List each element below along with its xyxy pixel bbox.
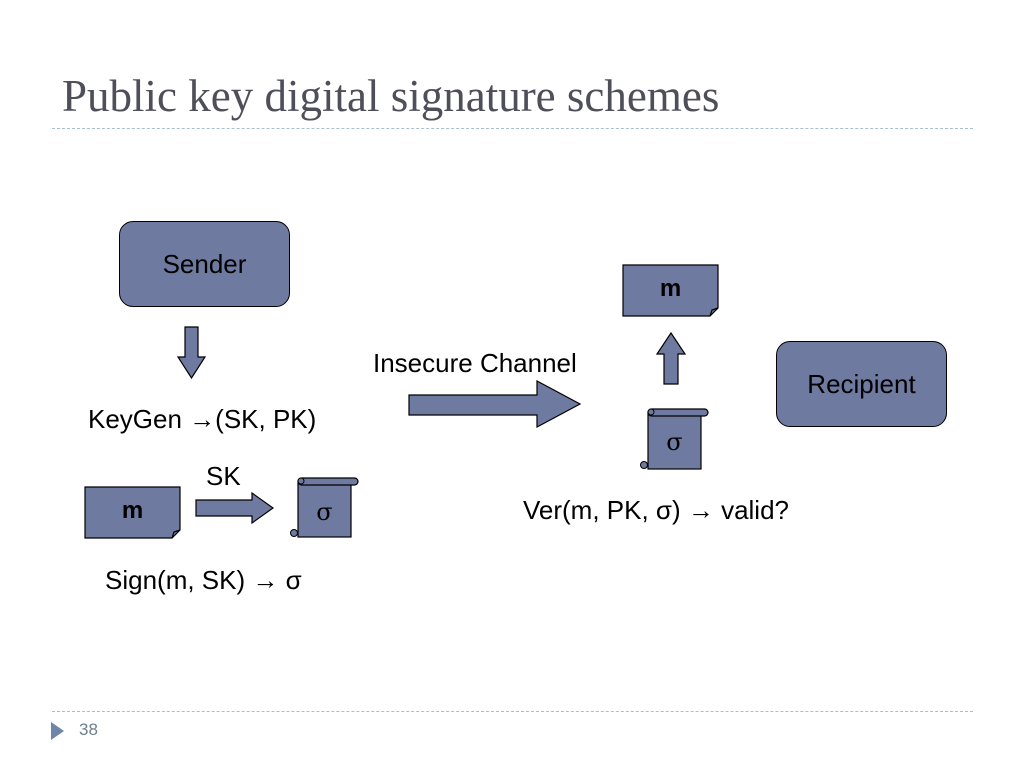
sender-node: Sender [119, 221, 290, 307]
signature-label-left: σ [316, 498, 333, 526]
message-label-left: m [121, 497, 144, 524]
sign-label: Sign(m, SK) → σ [105, 565, 302, 595]
title-divider [52, 128, 973, 129]
page-number: 38 [79, 720, 98, 739]
footer-divider [52, 711, 973, 712]
channel-arrow [408, 379, 582, 429]
triangle-right-icon [51, 722, 64, 740]
recipient-label: Recipient [807, 368, 916, 399]
message-document-left [84, 486, 181, 539]
message-label-right: m [659, 275, 682, 302]
channel-label: Insecure Channel [373, 348, 577, 378]
sign-right-arrow [195, 491, 275, 525]
verify-label: Ver(m, PK, σ) → valid? [523, 495, 790, 525]
verify-up-arrow [655, 331, 687, 385]
sender-label: Sender [162, 248, 247, 279]
signature-scroll-right [640, 408, 709, 470]
page-title: Public key digital signature schemes [62, 71, 720, 121]
keygen-down-arrow [176, 326, 207, 380]
signature-label-right: σ [666, 428, 683, 456]
recipient-node: Recipient [776, 341, 947, 427]
message-document-right [622, 264, 719, 317]
sk-label: SK [206, 461, 241, 491]
signature-scroll-left [290, 477, 359, 538]
keygen-label: KeyGen →(SK, PK) [88, 404, 317, 434]
